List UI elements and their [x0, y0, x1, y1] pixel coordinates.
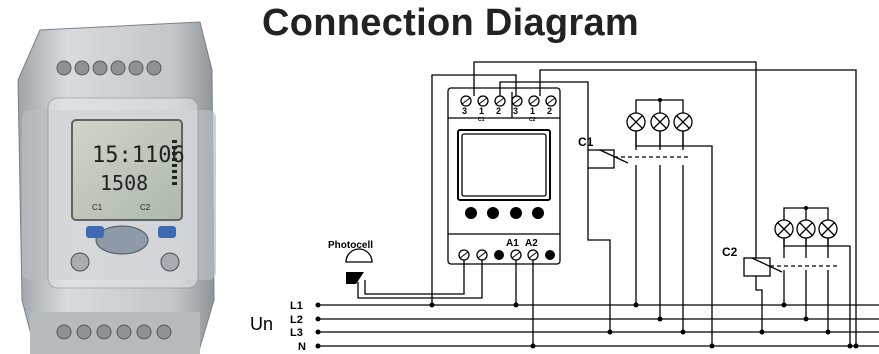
page-title: Connection Diagram — [262, 2, 639, 44]
lcd-bargraph — [172, 140, 177, 185]
timer-display — [457, 129, 551, 201]
channel-mark-c2: C2 — [529, 117, 536, 123]
terminal-label-5: 1 — [530, 106, 535, 116]
top-screw-terminals — [56, 60, 162, 76]
terminal-label-4: 3 — [513, 106, 518, 116]
terminal-label-2: 1 — [479, 106, 484, 116]
coil-label-a1: A1 — [506, 238, 519, 249]
coil-label-a2: A2 — [525, 238, 538, 249]
bottom-screw-terminals — [30, 312, 200, 354]
line-label-l1: L1 — [290, 300, 303, 312]
line-label-l3: L3 — [290, 327, 303, 339]
line-label-n: N — [298, 341, 306, 353]
photocell-label: Photocell — [328, 240, 373, 251]
junction-dots — [315, 98, 859, 349]
device-buttons — [70, 225, 180, 272]
terminal-label-6: 2 — [547, 106, 552, 116]
lamps-c1 — [626, 112, 693, 132]
timer-buttons — [465, 207, 544, 219]
photocell — [345, 248, 373, 263]
channel-mark-c1: C1 — [478, 117, 485, 123]
terminal-label-3: 2 — [496, 106, 501, 116]
contactor-c1-coil — [587, 149, 615, 169]
line-label-l2: L2 — [290, 314, 303, 326]
lcd-channel-1: C1 — [92, 203, 103, 212]
contactor-label-c2: C2 — [722, 245, 738, 259]
supply-label: Un — [250, 314, 273, 334]
photocell-sensor — [346, 272, 364, 284]
contactor-label-c1: C1 — [578, 135, 594, 149]
lamps-c2 — [774, 219, 838, 239]
lcd-date: 1508 — [100, 171, 148, 195]
terminal-label-1: 3 — [462, 106, 467, 116]
lcd-screen — [71, 119, 183, 221]
lcd-time: 15:1106 — [92, 143, 185, 168]
lcd-channel-2: C2 — [140, 203, 151, 212]
timer-device — [447, 87, 561, 265]
timer-device-photo: 15:1106 1508 C1 C2 — [17, 21, 216, 354]
